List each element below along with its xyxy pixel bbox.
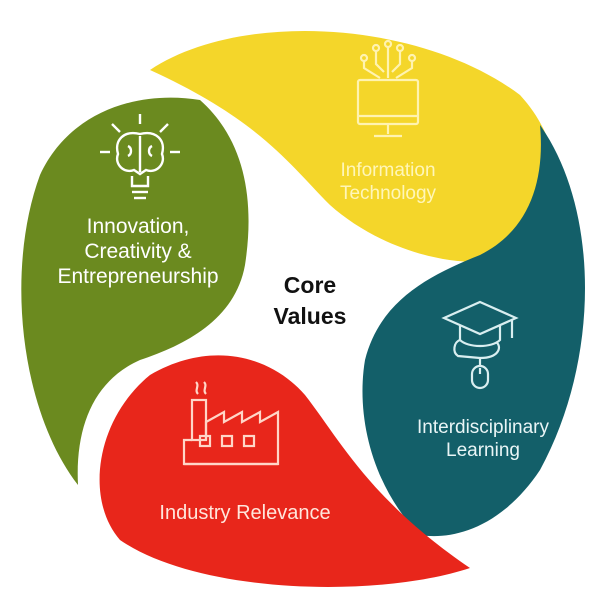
segment-label-line: Learning (446, 439, 520, 461)
segment-label-interdisciplinary-learning: Interdisciplinary Learning (398, 417, 568, 463)
segment-label-line: Entrepreneurship (57, 265, 219, 289)
segment-label-line: Technology (339, 182, 437, 204)
segment-label-line: Information (340, 160, 436, 181)
factory-icon (180, 378, 284, 470)
segment-label-line: Innovation, (86, 215, 190, 238)
segment-label-innovation: Innovation, Creativity & Entrepreneurshi… (38, 214, 238, 290)
segment-innovation (21, 97, 249, 485)
lightbulb-brain-icon (98, 112, 182, 204)
graduation-cap-mouse-icon (440, 298, 520, 394)
center-title-line: Core (283, 272, 337, 298)
segment-label-line: Industry Relevance (159, 502, 331, 524)
segment-label-line: Interdisciplinary (417, 417, 549, 438)
segment-information-technology (150, 31, 557, 263)
segment-label-industry-relevance: Industry Relevance (140, 501, 350, 525)
segment-label-information-technology: Information Technology (318, 160, 458, 206)
center-title: Core Values (255, 270, 365, 332)
center-title-line: Values (273, 303, 347, 330)
computer-circuit-icon (348, 38, 428, 148)
segment-label-line: Creativity & (84, 240, 192, 264)
